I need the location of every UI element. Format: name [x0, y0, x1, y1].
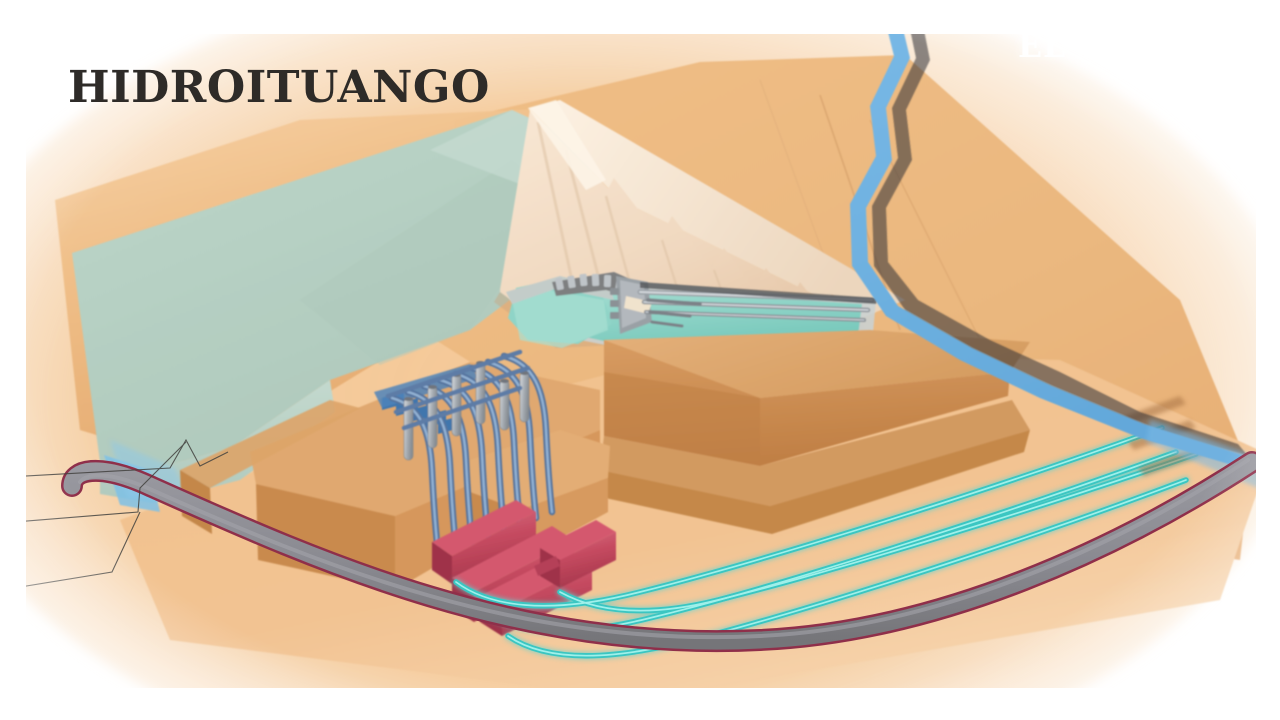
watermark-el-tiempo: EL TIEMPO — [1018, 26, 1233, 66]
page-title: HIDROITUANGO — [68, 62, 490, 113]
